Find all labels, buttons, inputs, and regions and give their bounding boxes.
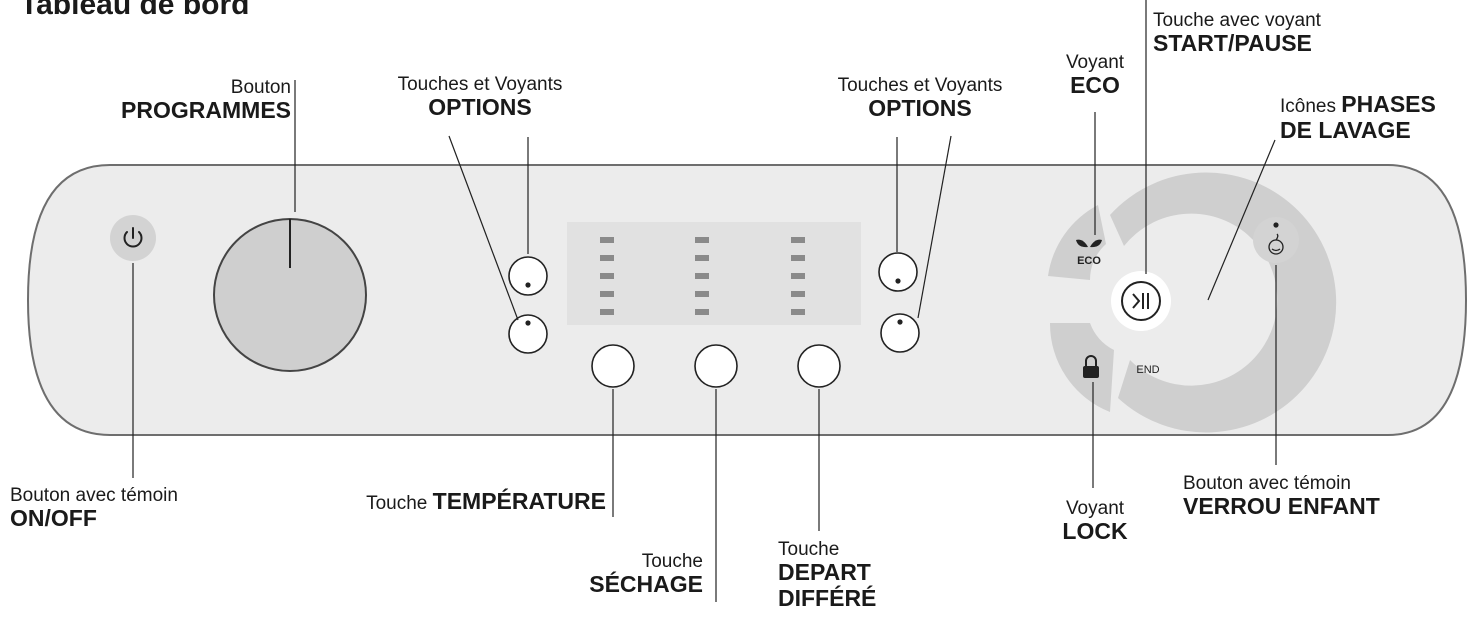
label-child-lock-line2: VERROU ENFANT	[1183, 493, 1380, 520]
display-segment	[695, 255, 709, 261]
label-phases: Icônes PHASES DE LAVAGE	[1280, 91, 1436, 144]
label-eco-line1: Voyant	[1065, 52, 1125, 73]
display-segment	[791, 255, 805, 261]
label-lock: Voyant LOCK	[1040, 498, 1150, 545]
label-temperature-line1a: Touche	[366, 493, 433, 514]
option-button-left-bottom[interactable]	[508, 314, 548, 354]
page-title: Tableau de bord	[20, 0, 250, 21]
delayed-start-button[interactable]	[797, 344, 841, 388]
label-sechage: Touche SÉCHAGE	[589, 551, 703, 598]
option-led-right-bottom	[897, 319, 903, 325]
lock-icon	[1083, 355, 1099, 378]
label-temperature: Touche TEMPÉRATURE	[366, 488, 606, 515]
display-segments	[600, 237, 805, 315]
display-segment	[791, 309, 805, 315]
option-button-right-top[interactable]	[878, 252, 918, 292]
label-start-pause-line1: Touche avec voyant	[1153, 10, 1321, 31]
label-depart: Touche DEPART DIFFÉRÉ	[778, 539, 876, 612]
child-lock-led	[1273, 222, 1279, 228]
label-phases-line2: DE LAVAGE	[1280, 116, 1411, 143]
display-segment	[695, 273, 709, 279]
label-programmes-line2: PROGRAMMES	[121, 97, 291, 124]
display-segment	[791, 291, 805, 297]
label-sechage-line2: SÉCHAGE	[589, 571, 703, 598]
end-phase-label: END	[1136, 364, 1159, 376]
label-options-right-line1: Touches et Voyants	[837, 75, 1003, 96]
label-programmes: Bouton PROGRAMMES	[121, 77, 291, 124]
display-segment	[695, 309, 709, 315]
label-on-off-line1: Bouton avec témoin	[10, 485, 178, 506]
label-sechage-line1: Touche	[641, 551, 703, 572]
display-segment	[695, 237, 709, 243]
label-start-pause-line2: START/PAUSE	[1153, 30, 1312, 57]
display-segment	[600, 291, 614, 297]
option-button-left-top[interactable]	[508, 256, 548, 296]
label-options-left-line1: Touches et Voyants	[397, 74, 563, 95]
option-led-right-top	[895, 278, 901, 284]
child-face-icon	[1268, 233, 1284, 255]
label-on-off: Bouton avec témoin ON/OFF	[10, 485, 178, 532]
label-programmes-line1: Bouton	[230, 77, 291, 98]
temperature-button[interactable]	[591, 344, 635, 388]
label-phases-line1b: PHASES	[1341, 91, 1436, 117]
label-depart-line2: DEPART	[778, 559, 871, 586]
display-segment	[791, 237, 805, 243]
display-segment	[600, 255, 614, 261]
label-options-right: Touches et Voyants OPTIONS	[812, 75, 1028, 122]
start-pause-button[interactable]	[1111, 271, 1171, 331]
leader-options-left-1	[448, 135, 519, 321]
label-child-lock-line1: Bouton avec témoin	[1183, 473, 1351, 494]
label-start-pause: Touche avec voyant START/PAUSE	[1153, 10, 1321, 57]
display-segment	[791, 273, 805, 279]
display-area	[567, 222, 861, 325]
eco-led-label: ECO	[1077, 255, 1101, 267]
label-phases-line1a: Icônes	[1280, 96, 1342, 117]
drying-button[interactable]	[694, 344, 738, 388]
label-lock-line1: Voyant	[1065, 498, 1125, 519]
play-pause-icon	[1121, 281, 1161, 321]
play-symbol	[1132, 293, 1141, 309]
display-segment	[600, 273, 614, 279]
display-segment	[600, 237, 614, 243]
display-segment	[695, 291, 709, 297]
option-led-left-bottom	[525, 320, 531, 326]
label-eco: Voyant ECO	[1050, 52, 1140, 99]
leader-phases	[1207, 139, 1276, 301]
label-temperature-line1b: TEMPÉRATURE	[432, 488, 606, 514]
power-icon	[123, 227, 143, 248]
label-on-off-line2: ON/OFF	[10, 505, 97, 532]
label-depart-line3: DIFFÉRÉ	[778, 585, 877, 612]
label-eco-line2: ECO	[1070, 72, 1120, 99]
lock-segment	[1049, 323, 1114, 412]
display-segment	[600, 309, 614, 315]
option-led-left-top	[525, 282, 531, 288]
option-button-right-bottom[interactable]	[880, 313, 920, 353]
label-options-right-line2: OPTIONS	[868, 95, 972, 122]
label-options-left-line2: OPTIONS	[428, 94, 532, 121]
leader-options-right-2	[917, 135, 952, 319]
label-child-lock: Bouton avec témoin VERROU ENFANT	[1183, 473, 1380, 520]
label-lock-line2: LOCK	[1062, 518, 1128, 545]
leaf-icon	[1076, 239, 1102, 248]
label-depart-line1: Touche	[778, 539, 840, 560]
label-options-left: Touches et Voyants OPTIONS	[372, 74, 588, 121]
